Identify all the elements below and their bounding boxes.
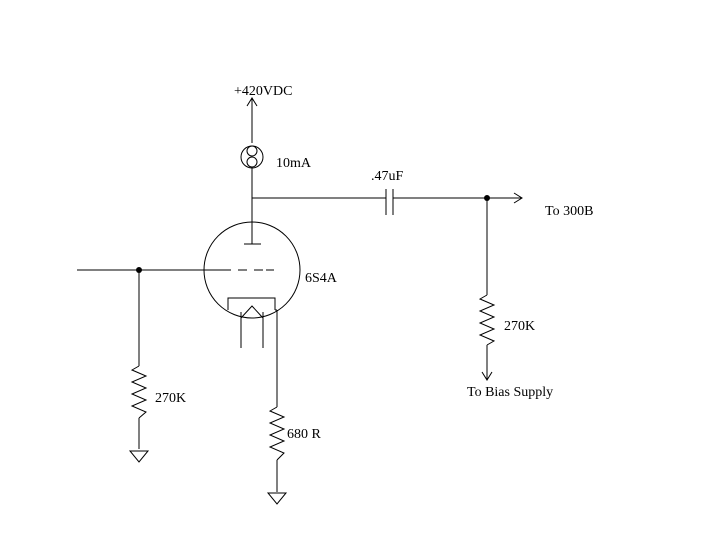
- supply-rail: [246, 97, 258, 143]
- grid-input-wire: [77, 267, 222, 366]
- coupling-capacitor: [385, 189, 487, 215]
- triode-tube: [203, 221, 301, 348]
- bias-resistor-label: 270K: [504, 319, 535, 334]
- grid-resistor-label: 270K: [155, 391, 186, 406]
- supply-voltage-label: +420VDC: [234, 84, 292, 99]
- cathode-resistor: [268, 309, 286, 492]
- capacitor-label: .47uF: [371, 169, 404, 184]
- bias-resistor: [478, 198, 496, 381]
- output-wire: [484, 192, 523, 204]
- current-source-label: 10mA: [276, 156, 312, 171]
- ground-symbol-grid: [128, 450, 150, 463]
- plate-wire: [244, 197, 386, 245]
- output-label: To 300B: [545, 204, 593, 219]
- cathode-resistor-label: 680 R: [287, 427, 322, 442]
- bias-supply-label: To Bias Supply: [467, 385, 553, 400]
- tube-label: 6S4A: [305, 271, 338, 286]
- ground-symbol-cathode: [266, 492, 288, 505]
- current-source: [240, 145, 264, 198]
- grid-resistor: [130, 365, 148, 449]
